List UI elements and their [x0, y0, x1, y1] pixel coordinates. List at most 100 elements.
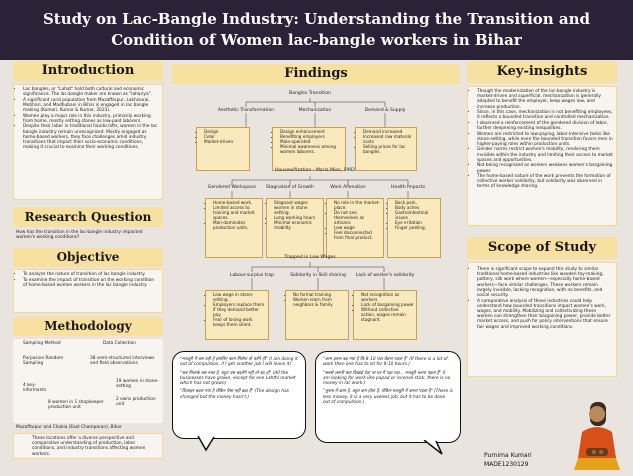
finding-item: Selling prices for lac bangles.: [363, 144, 414, 154]
finding-item: Do not see themselves as artisans: [334, 210, 381, 225]
quote-text: "काम इतना बढ़ गया है कि 8-10 घंटा बैठना …: [323, 357, 448, 368]
finding-item: Feel disconnected from final product.: [334, 230, 381, 240]
quote-bubble-right: "काम इतना बढ़ गया है कि 8-10 घंटा बैठना …: [315, 351, 461, 443]
finding-item: Design enhancement: [280, 129, 343, 134]
lack-solidarity-label: Lack of worker's solidarity: [355, 273, 415, 278]
labour-box: Low wage in stone-setting.Employers repl…: [205, 290, 269, 340]
objective-bullet: To examine the impact of transition on t…: [23, 278, 159, 288]
scope-list: There is significant scope to expand thi…: [471, 267, 613, 330]
bubble-tail-right: [423, 440, 443, 455]
insight-bullet: I observed a reinforcement of the gender…: [477, 121, 613, 131]
finding-item: Low wage in stone-setting.: [213, 292, 266, 302]
objective-list: To analyze the nature of transition of l…: [17, 272, 159, 288]
finding-item: Low wage: [334, 225, 381, 230]
finding-item: Eye irritation: [395, 220, 438, 225]
quote-bubble-left: "मजदूरी में बस यही है इसलिए काम मिलेगा त…: [172, 351, 306, 439]
introduction-heading: Introduction: [13, 61, 163, 81]
scope-bullet: A comparative analysis of these industri…: [477, 299, 613, 330]
finding-item: Man-dominates production units.: [213, 220, 260, 230]
introduction-bullet: A significant rural population from Muza…: [23, 98, 159, 114]
gendered-box: Home-based work.Limited access to traini…: [205, 198, 263, 258]
women-shopkeeper-unit: 8 women in 1 shopkeeper production unit: [48, 400, 104, 411]
insight-bullet: Since, in this case, mechanization is no…: [477, 110, 613, 120]
finding-item: Minimal economic mobility: [274, 220, 321, 230]
finding-item: Demand increased: [363, 129, 414, 134]
finding-item: Stagnant wages women in stone setting.: [274, 200, 321, 215]
quote-text: "मजदूरी में बस यही है इसलिए काम मिलेगा त…: [180, 357, 298, 368]
author-id: MADE1230129: [484, 461, 529, 468]
finding-item: Market-driven: [204, 139, 247, 144]
location-description: These locations offer a diverse perspect…: [32, 436, 146, 457]
poster-title-line2: Condition of Women lac-bangle workers in…: [111, 31, 522, 49]
location-box: These locations offer a diverse perspect…: [13, 433, 163, 459]
insight-bullet: Though the modernization of the lac-bang…: [477, 89, 613, 110]
finding-item: Color: [204, 134, 247, 139]
finding-item: Long working hours: [274, 215, 321, 220]
women-stone-setting: 19 women in stone-setting: [116, 379, 159, 390]
finding-item: Not recognition as workers: [361, 292, 414, 302]
finding-item: Male-operated: [280, 139, 343, 144]
key-insights-box: Though the modernization of the lac-bang…: [467, 86, 617, 226]
author-name: Purnima Kumari: [484, 452, 532, 459]
stagnation-box: Stagnant wages women in stone setting.Lo…: [266, 198, 324, 258]
health-impacts-label: Health Impacts: [390, 185, 426, 190]
woman-worker-illustration: [574, 402, 620, 470]
introduction-bullet: Lac bangles, or "Lahat" hold both cultur…: [23, 87, 159, 97]
finding-item: Benefiting employers: [280, 134, 343, 139]
bangles-transition-label: Bangles Transition: [289, 91, 331, 96]
mechanization-label: Mechanization: [298, 108, 332, 113]
housewifization-label: Housewifization - Maria Mies, 1982: [274, 168, 356, 173]
scope-box: There is significant scope to expand thi…: [467, 262, 617, 377]
demand-supply-label: Demand & Supply: [364, 108, 406, 113]
key-informants: 4 key-informants: [23, 383, 47, 394]
findings-heading: Findings: [172, 64, 460, 84]
demand-box: Demand increasedIncreased raw material c…: [355, 127, 417, 171]
finding-item: No formal training: [293, 292, 346, 297]
introduction-bullet: Despite their labor in traditional handi…: [23, 124, 159, 150]
interview-count: 38 semi-structured interviews and field …: [90, 356, 155, 367]
methodology-heading: Methodology: [13, 317, 163, 336]
finding-item: Finger peeling,: [395, 225, 438, 230]
finding-item: Minimal awareness among women laborers.: [280, 144, 343, 154]
introduction-list: Lac bangles, or "Lahat" hold both cultur…: [17, 87, 159, 150]
key-insights-heading: Key-insights: [467, 61, 617, 83]
finding-item: Without collective action, wages remain …: [361, 307, 414, 322]
finding-item: Gastrointestinal issues: [395, 210, 438, 220]
finding-item: Women learn from neighbors & family: [293, 297, 346, 307]
quote-text: "सब मिलाके बस रुका है, बहुत उस बदलेंगे न…: [180, 370, 296, 387]
quote-text: "डिज़ाइन बदल गया है लेकिन पैसा नहीं बढ़ा…: [180, 389, 289, 400]
finding-item: Back pain,: [395, 200, 438, 205]
solidarity-box: No formal trainingWomen learn from neigh…: [285, 290, 349, 340]
production-units: 2 owns production unit: [116, 397, 156, 408]
quote-text: "सबसे ज़रूरी बात दिखाई देता था घर में पड…: [323, 370, 451, 387]
introduction-bullet: Women play a major role in this industry…: [23, 114, 159, 124]
research-question-heading: Research Question: [13, 207, 163, 227]
scope-heading: Scope of Study: [467, 237, 617, 259]
objective-heading: Objective: [13, 248, 163, 267]
lack-box: Not recognition as workersLack of bargai…: [353, 290, 417, 340]
objective-bullet: To analyze the nature of transition of l…: [23, 272, 159, 277]
study-location: Muzaffarpur and Chakia (East Champaran),…: [16, 425, 122, 430]
scope-bullet: There is significant scope to expand thi…: [477, 267, 613, 298]
finding-item: Fear of losing work keeps them silent.: [213, 317, 266, 327]
sampling-method-label: Sampling Method: [23, 341, 61, 346]
finding-item: No role in the market-place.: [334, 200, 381, 210]
insight-bullet: The home-based nature of the work preven…: [477, 174, 613, 190]
insight-bullet: Not being recognized as workers weakens …: [477, 163, 613, 173]
mechanization-box: Design enhancementBenefiting employersMa…: [272, 127, 346, 171]
trapped-label: Trapped in Low Wages: [284, 255, 336, 260]
bubble-tail-left: [197, 436, 215, 452]
finding-item: Increased raw material costs: [363, 134, 414, 144]
finding-item: Lack of bargaining power: [361, 302, 414, 307]
finding-item: Limited access to training and market sp…: [213, 205, 260, 220]
finding-item: Home-based work.: [213, 200, 260, 205]
health-box: Back pain,Body achesGastrointestinal iss…: [387, 198, 441, 258]
purposive-sampling: Purposive Random Sampling: [23, 356, 64, 367]
quote-text: "चुनाव में काम है, बहुत कम होता है, लेकि…: [323, 389, 453, 406]
objective-box: To analyze the nature of transition of l…: [13, 269, 163, 313]
data-collection-label: Data Collection: [103, 341, 136, 346]
finding-item: Employers replace them if they demand be…: [213, 302, 266, 317]
finding-item: Body aches: [395, 205, 438, 210]
finding-item: Design: [204, 129, 247, 134]
research-question-text: How has the transition in the lac-bangle…: [16, 230, 143, 241]
